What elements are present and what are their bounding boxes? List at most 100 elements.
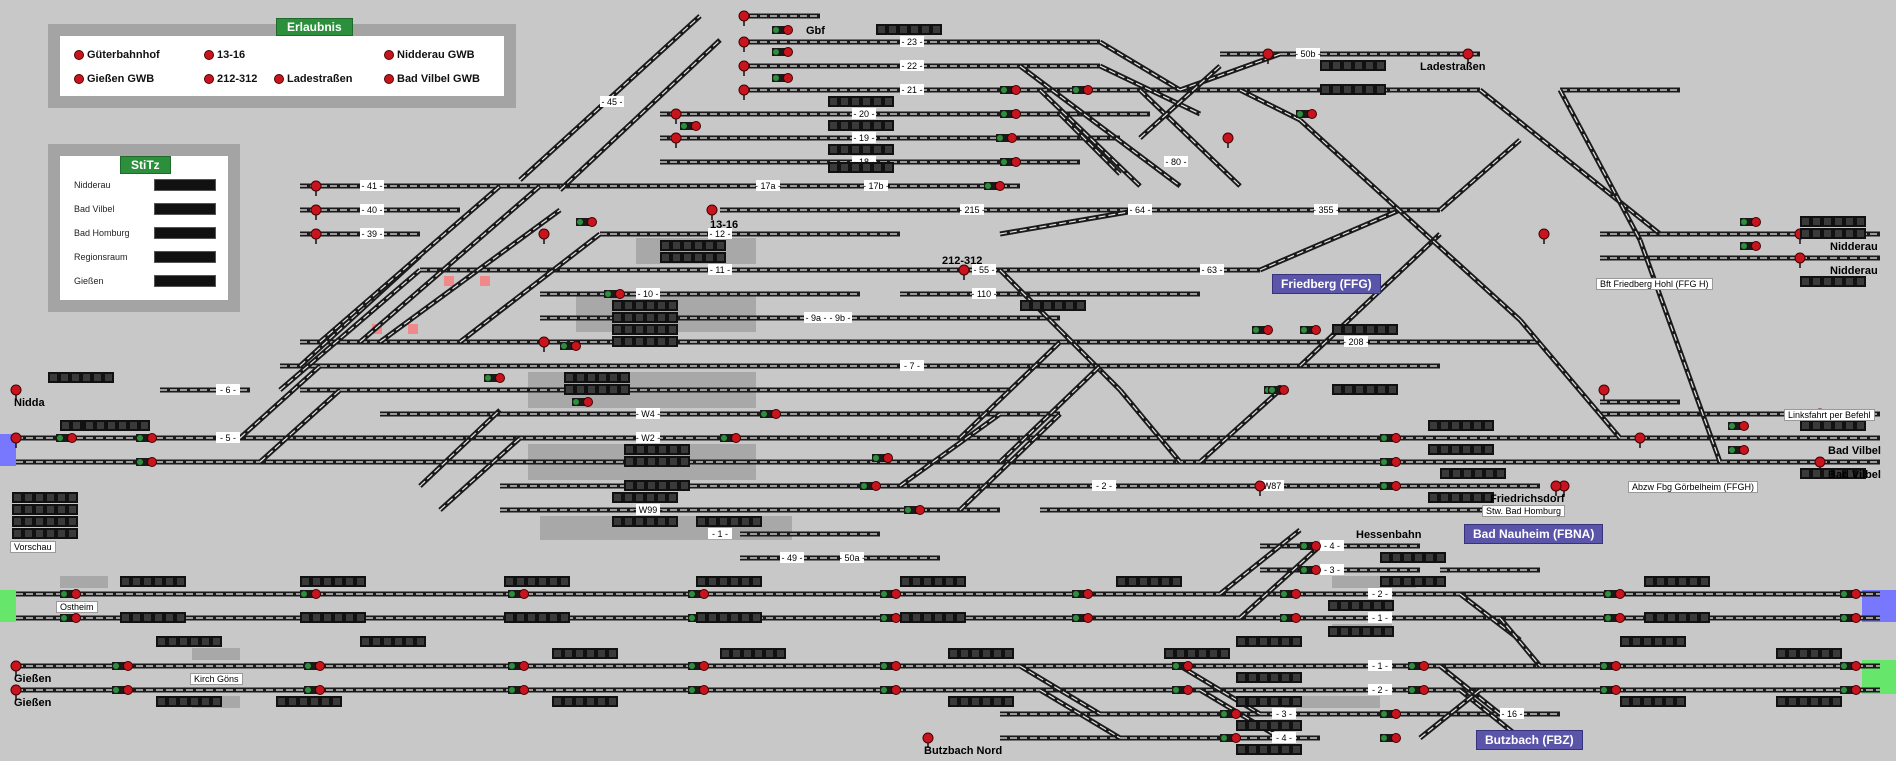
- permission-212-312[interactable]: 212-312: [204, 73, 257, 85]
- signal-icon[interactable]: [538, 336, 550, 348]
- axle-counter-display[interactable]: [300, 612, 366, 623]
- axle-counter-display[interactable]: [300, 576, 366, 587]
- axle-counter-display[interactable]: [900, 576, 966, 587]
- permission-giessen-gwb[interactable]: Gießen GWB: [74, 73, 154, 85]
- axle-counter-display[interactable]: [624, 444, 690, 455]
- signal-icon[interactable]: [891, 613, 901, 623]
- signal-icon[interactable]: [1291, 613, 1301, 623]
- signal-icon[interactable]: [738, 60, 750, 72]
- stitz-counter-nidderau[interactable]: [154, 179, 216, 191]
- signal-icon[interactable]: [691, 121, 701, 131]
- signal-icon[interactable]: [1794, 252, 1806, 264]
- axle-counter-display[interactable]: [660, 252, 726, 263]
- signal-icon[interactable]: [891, 589, 901, 599]
- axle-counter-display[interactable]: [1644, 576, 1710, 587]
- axle-counter-display[interactable]: [156, 636, 222, 647]
- signal-icon[interactable]: [1011, 85, 1021, 95]
- axle-counter-display[interactable]: [552, 696, 618, 707]
- signal-icon[interactable]: [1231, 709, 1241, 719]
- area-friedberg[interactable]: Friedberg (FFG): [1272, 274, 1381, 294]
- signal-icon[interactable]: [1611, 685, 1621, 695]
- axle-counter-display[interactable]: [1800, 276, 1866, 287]
- signal-icon[interactable]: [1615, 613, 1625, 623]
- axle-counter-display[interactable]: [1800, 468, 1866, 479]
- permission-nidderau-gwb[interactable]: Nidderau GWB: [384, 49, 475, 61]
- signal-icon[interactable]: [1611, 661, 1621, 671]
- axle-counter-display[interactable]: [120, 576, 186, 587]
- axle-counter-display[interactable]: [624, 480, 690, 491]
- signal-icon[interactable]: [310, 228, 322, 240]
- axle-counter-display[interactable]: [1332, 324, 1398, 335]
- axle-counter-display[interactable]: [900, 612, 966, 623]
- axle-counter-display[interactable]: [1020, 300, 1086, 311]
- signal-icon[interactable]: [1615, 589, 1625, 599]
- signal-icon[interactable]: [1083, 589, 1093, 599]
- permission-bad-vilbel-gwb[interactable]: Bad Vilbel GWB: [384, 73, 480, 85]
- signal-icon[interactable]: [1083, 85, 1093, 95]
- signal-icon[interactable]: [783, 25, 793, 35]
- area-bad-nauheim[interactable]: Bad Nauheim (FBNA): [1464, 524, 1604, 544]
- signal-icon[interactable]: [1739, 445, 1749, 455]
- signal-icon[interactable]: [922, 732, 934, 744]
- signal-icon[interactable]: [315, 661, 325, 671]
- axle-counter-display[interactable]: [48, 372, 114, 383]
- axle-counter-display[interactable]: [1380, 576, 1446, 587]
- signal-icon[interactable]: [310, 204, 322, 216]
- axle-counter-display[interactable]: [1620, 696, 1686, 707]
- signal-icon[interactable]: [1462, 48, 1474, 60]
- signal-icon[interactable]: [1391, 709, 1401, 719]
- signal-icon[interactable]: [1751, 241, 1761, 251]
- signal-icon[interactable]: [915, 505, 925, 515]
- area-butzbach[interactable]: Butzbach (FBZ): [1476, 730, 1583, 750]
- axle-counter-display[interactable]: [660, 240, 726, 251]
- signal-icon[interactable]: [519, 661, 529, 671]
- signal-icon[interactable]: [1391, 733, 1401, 743]
- axle-counter-display[interactable]: [876, 24, 942, 35]
- signal-icon[interactable]: [958, 264, 970, 276]
- axle-counter-display[interactable]: [1164, 648, 1230, 659]
- signal-icon[interactable]: [1634, 432, 1646, 444]
- signal-icon[interactable]: [538, 228, 550, 240]
- signal-icon[interactable]: [1814, 456, 1826, 468]
- signal-icon[interactable]: [315, 685, 325, 695]
- axle-counter-display[interactable]: [1380, 552, 1446, 563]
- signal-icon[interactable]: [587, 217, 597, 227]
- signal-icon[interactable]: [1307, 109, 1317, 119]
- signal-icon[interactable]: [670, 108, 682, 120]
- axle-counter-display[interactable]: [1776, 696, 1842, 707]
- signal-icon[interactable]: [583, 397, 593, 407]
- signal-icon[interactable]: [123, 661, 133, 671]
- signal-icon[interactable]: [706, 204, 718, 216]
- axle-counter-display[interactable]: [828, 96, 894, 107]
- axle-counter-display[interactable]: [156, 696, 222, 707]
- signal-icon[interactable]: [71, 613, 81, 623]
- signal-icon[interactable]: [699, 661, 709, 671]
- signal-icon[interactable]: [147, 457, 157, 467]
- axle-counter-display[interactable]: [276, 696, 342, 707]
- signal-icon[interactable]: [1538, 228, 1550, 240]
- signal-icon[interactable]: [519, 589, 529, 599]
- signal-icon[interactable]: [123, 685, 133, 695]
- axle-counter-display[interactable]: [696, 516, 762, 527]
- axle-counter-display[interactable]: [612, 324, 678, 335]
- permission-13-16[interactable]: 13-16: [204, 49, 245, 61]
- signal-icon[interactable]: [1311, 541, 1321, 551]
- signal-icon[interactable]: [147, 433, 157, 443]
- axle-counter-display[interactable]: [1116, 576, 1182, 587]
- axle-counter-display[interactable]: [84, 420, 150, 431]
- signal-icon[interactable]: [1222, 132, 1234, 144]
- permission-ladestrassen[interactable]: Ladestraßen: [274, 73, 352, 85]
- axle-counter-display[interactable]: [612, 492, 678, 503]
- axle-counter-display[interactable]: [828, 144, 894, 155]
- signal-icon[interactable]: [615, 289, 625, 299]
- signal-icon[interactable]: [311, 589, 321, 599]
- label-vorschau[interactable]: Vorschau: [10, 541, 56, 553]
- signal-icon[interactable]: [1851, 661, 1861, 671]
- signal-icon[interactable]: [738, 84, 750, 96]
- signal-icon[interactable]: [1254, 480, 1266, 492]
- signal-icon[interactable]: [1311, 325, 1321, 335]
- axle-counter-display[interactable]: [1776, 648, 1842, 659]
- signal-icon[interactable]: [1279, 385, 1289, 395]
- signal-icon[interactable]: [871, 481, 881, 491]
- signal-icon[interactable]: [71, 589, 81, 599]
